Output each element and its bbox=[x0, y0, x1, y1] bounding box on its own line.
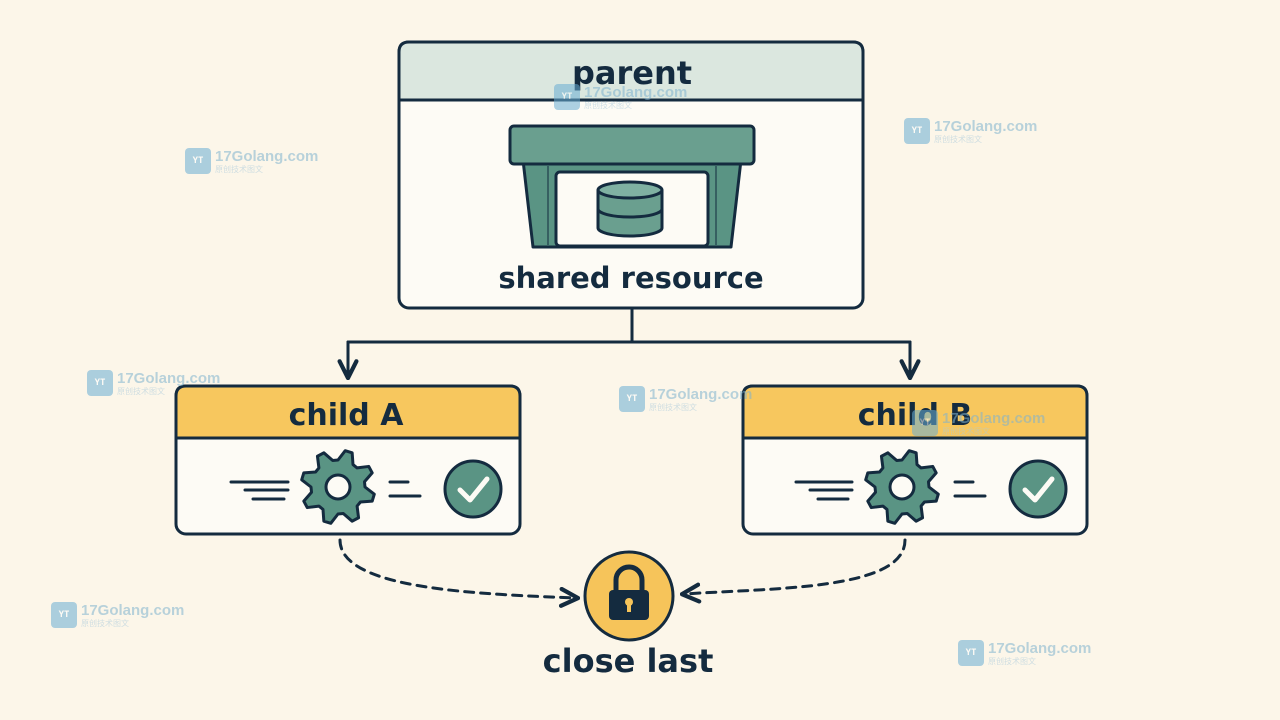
shared-resource-label: shared resource bbox=[498, 261, 763, 295]
watermark-sub: 原创技术图文 bbox=[117, 386, 165, 396]
watermark-sub: 原创技术图文 bbox=[215, 164, 263, 174]
watermark-sub: 原创技术图文 bbox=[81, 618, 129, 628]
watermark-name: 17Golang.com bbox=[81, 601, 185, 619]
parent-node: parent shared resource bbox=[397, 40, 865, 310]
watermark-logo-icon: YT bbox=[51, 602, 77, 628]
parent-title: parent bbox=[572, 54, 692, 92]
checkmark-icon bbox=[1008, 459, 1068, 519]
watermark-sub: 原创技术图文 bbox=[934, 134, 982, 144]
watermark-logo-icon: YT bbox=[87, 370, 113, 396]
padlock-icon bbox=[583, 550, 675, 642]
child-b-node: child B bbox=[741, 384, 1089, 536]
watermark-sub: 原创技术图文 bbox=[584, 100, 632, 110]
watermark-logo-icon: YT bbox=[904, 118, 930, 144]
watermark-name: 17Golang.com bbox=[942, 409, 1046, 427]
watermark-logo-icon: YT bbox=[185, 148, 211, 174]
watermark-name: 17Golang.com bbox=[584, 83, 688, 101]
watermark-name: 17Golang.com bbox=[934, 117, 1038, 135]
watermark-sub: 原创技术图文 bbox=[649, 402, 697, 412]
watermark-sub: 原创技术图文 bbox=[988, 656, 1036, 666]
watermark-name: 17Golang.com bbox=[649, 385, 753, 403]
child-a-node: child A bbox=[174, 384, 522, 536]
watermark-name: 17Golang.com bbox=[215, 147, 319, 165]
gear-hole bbox=[324, 473, 352, 501]
watermark-logo-icon: YT bbox=[912, 410, 938, 436]
speed-lines-icon bbox=[794, 480, 987, 501]
gear-hole bbox=[888, 473, 916, 501]
watermark-logo-icon: YT bbox=[554, 84, 580, 110]
close-dependency-arrows bbox=[338, 538, 907, 608]
gear-icon bbox=[864, 449, 940, 525]
checkmark-icon bbox=[443, 459, 503, 519]
database-container-icon bbox=[508, 124, 756, 249]
speed-lines-icon bbox=[229, 480, 422, 501]
watermark-name: 17Golang.com bbox=[988, 639, 1092, 657]
watermark-sub: 原创技术图文 bbox=[942, 426, 990, 436]
close-last-label: close last bbox=[543, 642, 714, 680]
child-a-title: child A bbox=[289, 398, 405, 433]
gear-icon bbox=[300, 449, 376, 525]
watermark-logo-icon: YT bbox=[958, 640, 984, 666]
parent-child-connectors bbox=[337, 306, 921, 381]
watermark-logo-icon: YT bbox=[619, 386, 645, 412]
watermark-name: 17Golang.com bbox=[117, 369, 221, 387]
